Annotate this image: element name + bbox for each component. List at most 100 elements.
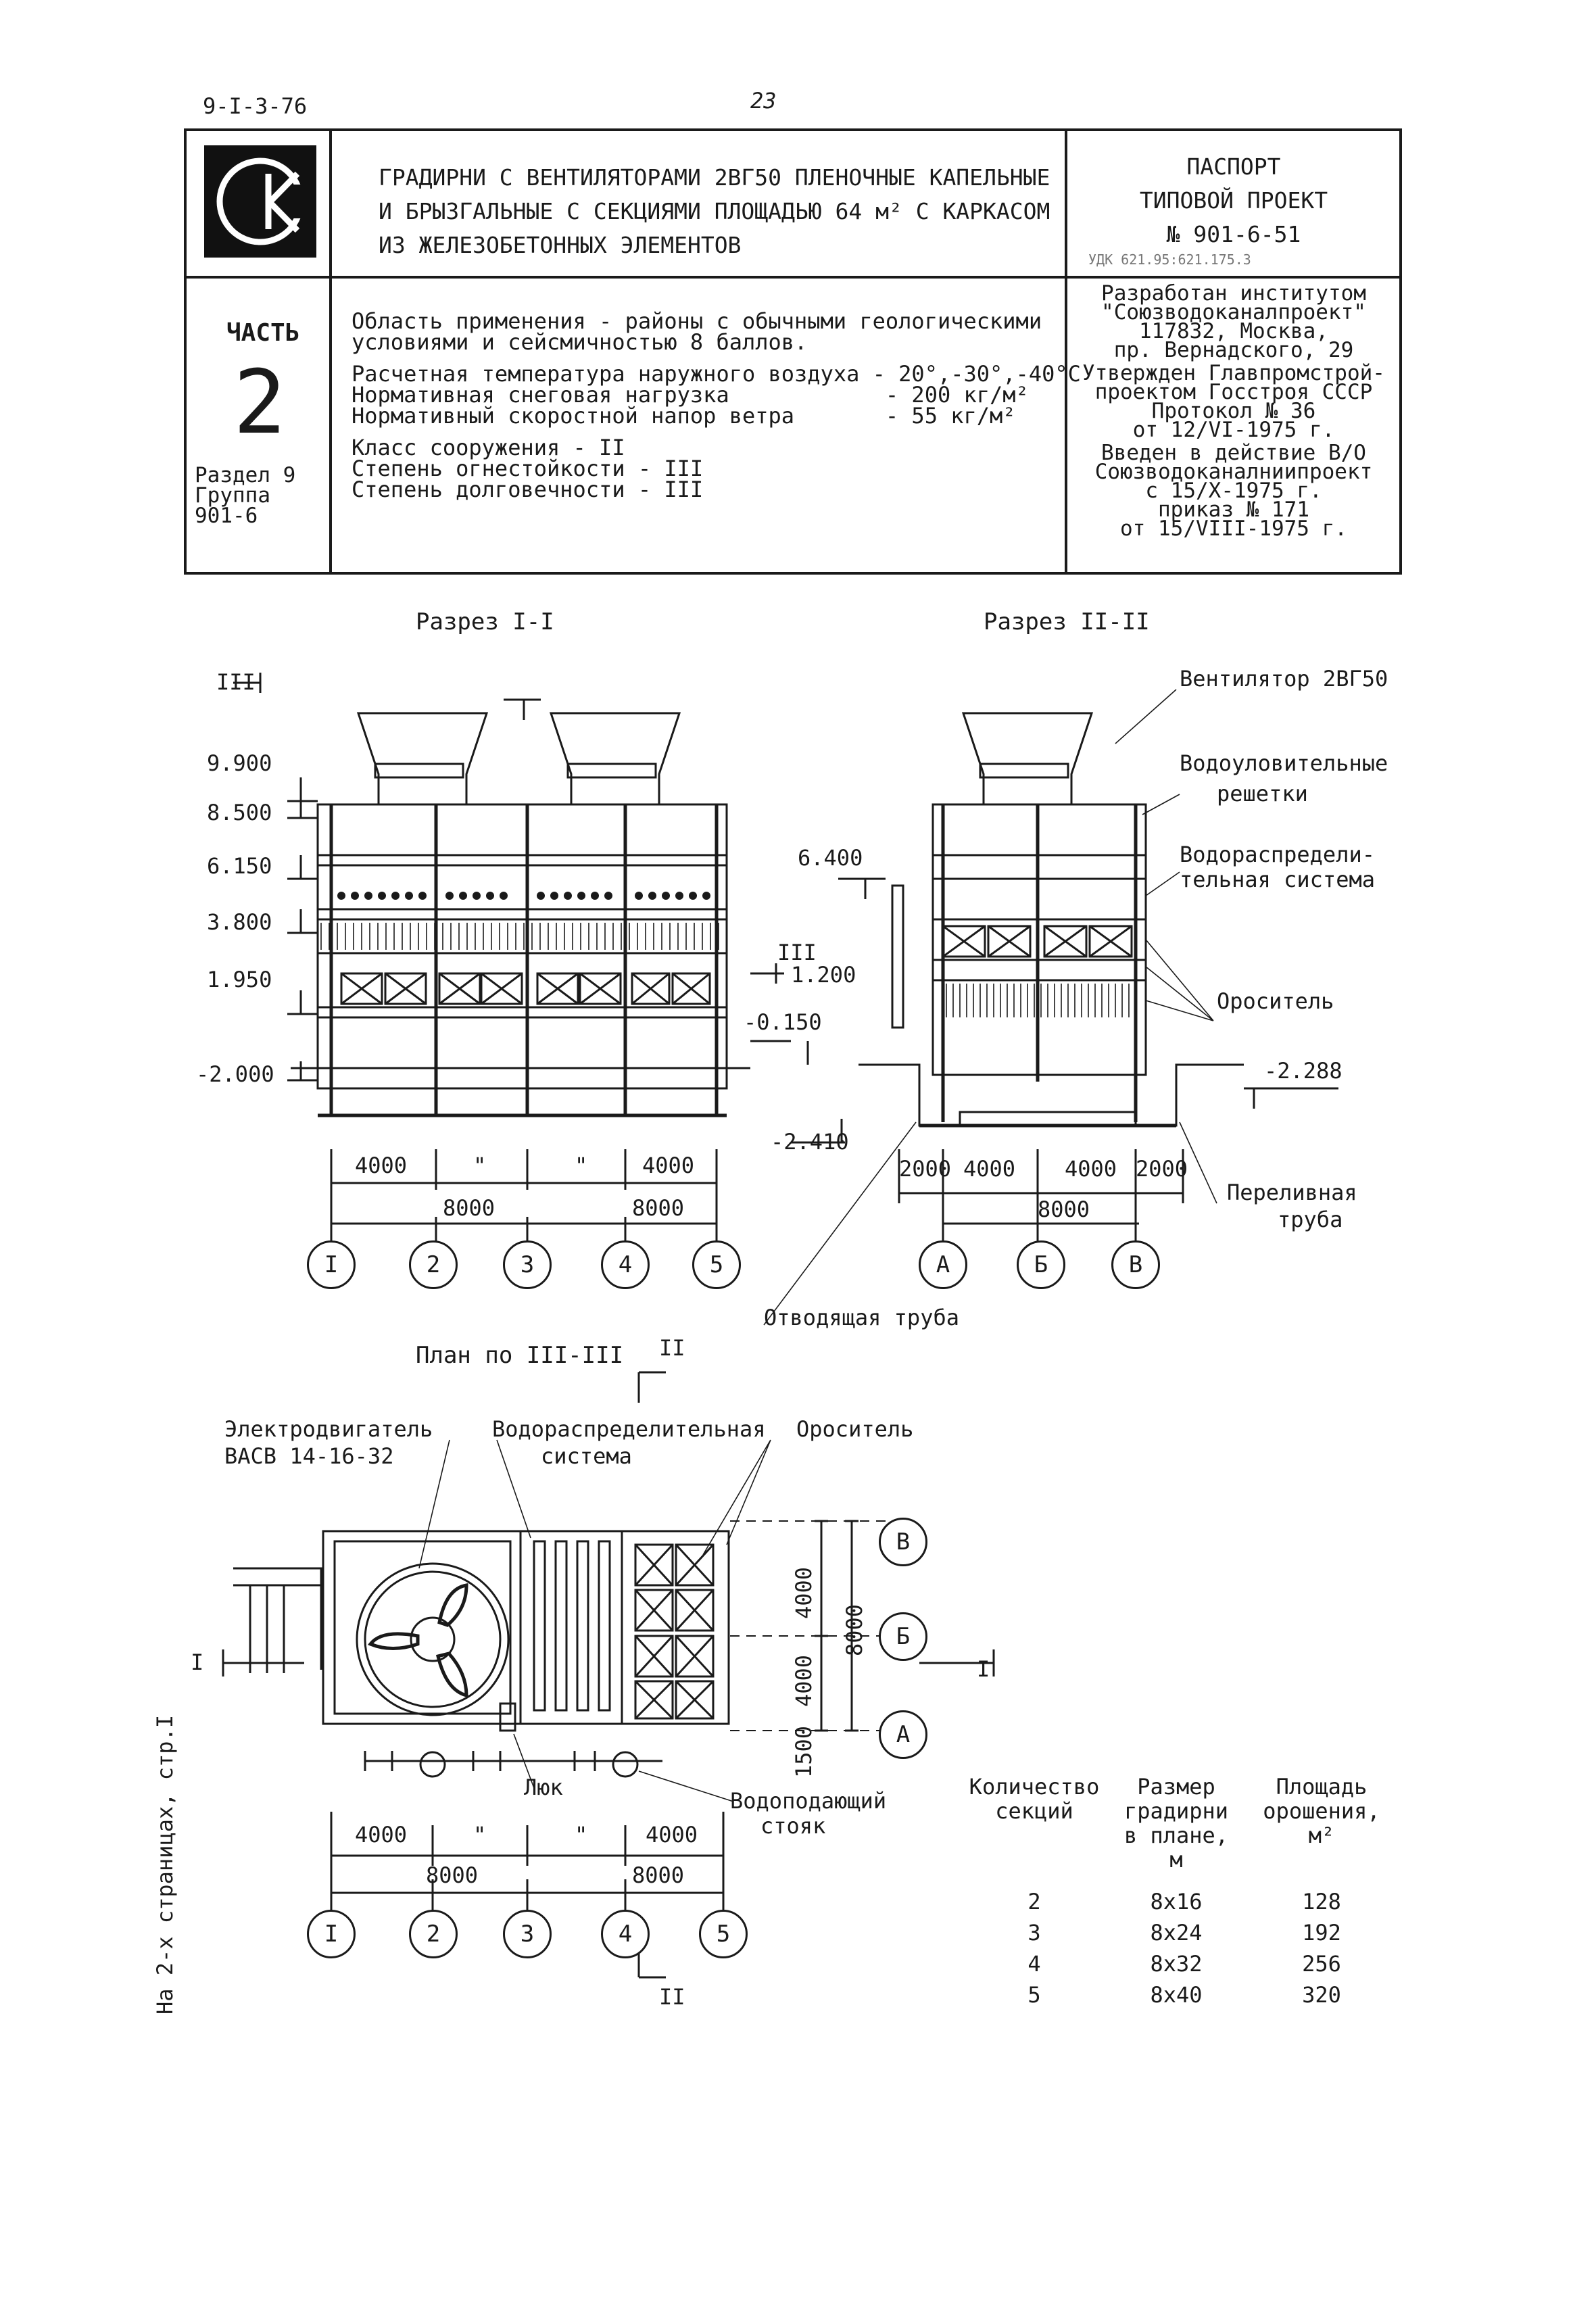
part-label: ЧАСТЬ: [226, 319, 300, 347]
table-cell: 8x24: [1150, 1920, 1203, 1946]
level-1200: 1.200: [791, 962, 856, 988]
plan-axis-2: 2: [409, 1910, 458, 1958]
dim-2000-a: 2000: [899, 1156, 952, 1182]
section-2-drawing: [763, 689, 1338, 1326]
dim-4000-a: 4000: [355, 1153, 408, 1178]
cut-mark-ii-bottom: II: [659, 1984, 685, 2010]
cut-mark-iii-left: III: [216, 669, 256, 695]
level-minus-2000: -2.000: [196, 1061, 274, 1087]
table-cell: 256: [1302, 1951, 1341, 1977]
table-cell: 5: [1027, 1982, 1041, 2008]
table-col-size: 8x16 8x24 8x32 8x40: [1109, 1886, 1244, 2010]
axis-a: А: [919, 1240, 967, 1289]
level-1950: 1.950: [207, 967, 272, 992]
table-cell: 4: [1027, 1951, 1041, 1977]
axis-4: 4: [601, 1240, 650, 1289]
part-number: 2: [233, 351, 287, 454]
label-riser-1: Водоподающий: [730, 1788, 887, 1814]
level-minus-2288: -2.288: [1264, 1058, 1343, 1084]
level-3800: 3.800: [207, 909, 272, 935]
vdim-4000-a: 4000: [791, 1654, 817, 1707]
table-col-area: 128 192 256 320: [1254, 1886, 1389, 2010]
vdim-1500: 1500: [791, 1725, 817, 1778]
plan-axis-b: Б: [879, 1612, 927, 1661]
dim-2000-b: 2000: [1136, 1156, 1188, 1182]
cut-mark-i-right: I: [977, 1656, 990, 1682]
section-group: Раздел 9 Группа 901-6: [195, 463, 296, 528]
level-8500: 8.500: [207, 800, 272, 825]
plan-axis-v: В: [879, 1518, 927, 1566]
dim-4000-c: 4000: [963, 1156, 1016, 1182]
cut-mark-iii-right: III: [777, 940, 817, 965]
axis-b: Б: [1017, 1240, 1065, 1289]
page-number: 23: [750, 88, 777, 114]
axis-3: 3: [503, 1240, 552, 1289]
section-1-title: Разрез I-I: [416, 608, 554, 635]
plan-drawing: [222, 1371, 995, 1979]
axis-5: 5: [692, 1240, 741, 1289]
label-sprinkler-s2: Ороситель: [1217, 988, 1334, 1014]
plan-axis-5: 5: [699, 1910, 748, 1958]
sk-logo: [204, 145, 316, 258]
label-overflow-1: Переливная: [1227, 1180, 1357, 1205]
side-note: На 2-х страницах, стр.I: [152, 1714, 178, 2015]
dim-4000-d: 4000: [1065, 1156, 1117, 1182]
plan-title: План по III-III: [416, 1342, 624, 1369]
doc-title: ГРАДИРНИ С ВЕНТИЛЯТОРАМИ 2ВГ50 ПЛЕНОЧНЫЕ…: [379, 164, 1050, 258]
spec-list: Область применения - районы с обычными г…: [352, 308, 1081, 502]
level-minus-2410: -2.410: [771, 1129, 849, 1155]
axis-2: 2: [409, 1240, 458, 1289]
label-hatch: Люк: [524, 1775, 563, 1800]
plan-axis-a: А: [879, 1710, 927, 1759]
label-grid-2: решетки: [1217, 781, 1308, 806]
plan-dim-8000-a: 8000: [426, 1862, 479, 1888]
label-drain: Отводящая труба: [764, 1305, 959, 1330]
table-header-size: Размер градирни в плане, м: [1123, 1774, 1229, 1873]
doc-code: 9-I-3-76: [203, 93, 308, 119]
dim-8000-b: 8000: [632, 1195, 685, 1221]
label-plan-dist-2: система: [541, 1443, 632, 1469]
table-col-sections: 2 3 4 5: [967, 1886, 1102, 2010]
table-cell: 192: [1302, 1920, 1341, 1946]
label-dist-2: тельная система: [1180, 867, 1375, 892]
passport-block: ПАСПОРТ ТИПОВОЙ ПРОЕКТ № 901-6-51: [1139, 153, 1328, 247]
level-minus-0150: -0.150: [744, 1009, 822, 1035]
plan-dim-4000-b: 4000: [646, 1822, 698, 1848]
label-fan: Вентилятор 2ВГ50: [1180, 666, 1388, 692]
level-6400: 6.400: [798, 845, 863, 871]
cut-mark-ii-top: II: [659, 1335, 685, 1361]
label-plan-dist-1: Водораспределительная: [492, 1416, 766, 1442]
section-2-title: Разрез II-II: [984, 608, 1150, 635]
plan-axis-4: 4: [601, 1910, 650, 1958]
table-cell: 8x32: [1150, 1951, 1203, 1977]
level-9900: 9.900: [207, 750, 272, 776]
title-block: [184, 128, 1402, 575]
label-dist-1: Водораспредели-: [1180, 842, 1375, 867]
table-header-area: Площадь орошения, м²: [1263, 1774, 1380, 1848]
dim-ditto-a: ": [473, 1153, 487, 1178]
dim-ditto-b: ": [575, 1153, 588, 1178]
table-cell: 320: [1302, 1982, 1341, 2008]
label-motor-1: Электродвигатель: [224, 1416, 433, 1442]
table-cell: 8x40: [1150, 1982, 1203, 2008]
vdim-8000: 8000: [842, 1603, 867, 1656]
table-header-sections: Количество секций: [969, 1774, 1100, 1824]
label-motor-2: ВАСВ 14-16-32: [224, 1443, 394, 1469]
plan-dim-ditto-b: ": [575, 1822, 588, 1848]
level-6150: 6.150: [207, 853, 272, 879]
table-cell: 3: [1027, 1920, 1041, 1946]
axis-v: В: [1111, 1240, 1160, 1289]
label-grid-1: Водоуловительные: [1180, 750, 1388, 776]
table-cell: 2: [1027, 1889, 1041, 1914]
plan-dim-4000-a: 4000: [355, 1822, 408, 1848]
label-riser-2: стояк: [760, 1813, 826, 1839]
plan-axis-3: 3: [503, 1910, 552, 1958]
plan-dim-ditto-a: ": [473, 1822, 487, 1848]
section-1-drawing: [233, 673, 809, 1284]
table-cell: 8x16: [1150, 1889, 1203, 1914]
org-block: Разработан институтом "Союзводоканалпрое…: [1082, 281, 1385, 541]
dim-8000-a: 8000: [443, 1195, 495, 1221]
plan-dim-8000-b: 8000: [632, 1862, 685, 1888]
label-plan-sprinkler: Ороситель: [796, 1416, 914, 1442]
